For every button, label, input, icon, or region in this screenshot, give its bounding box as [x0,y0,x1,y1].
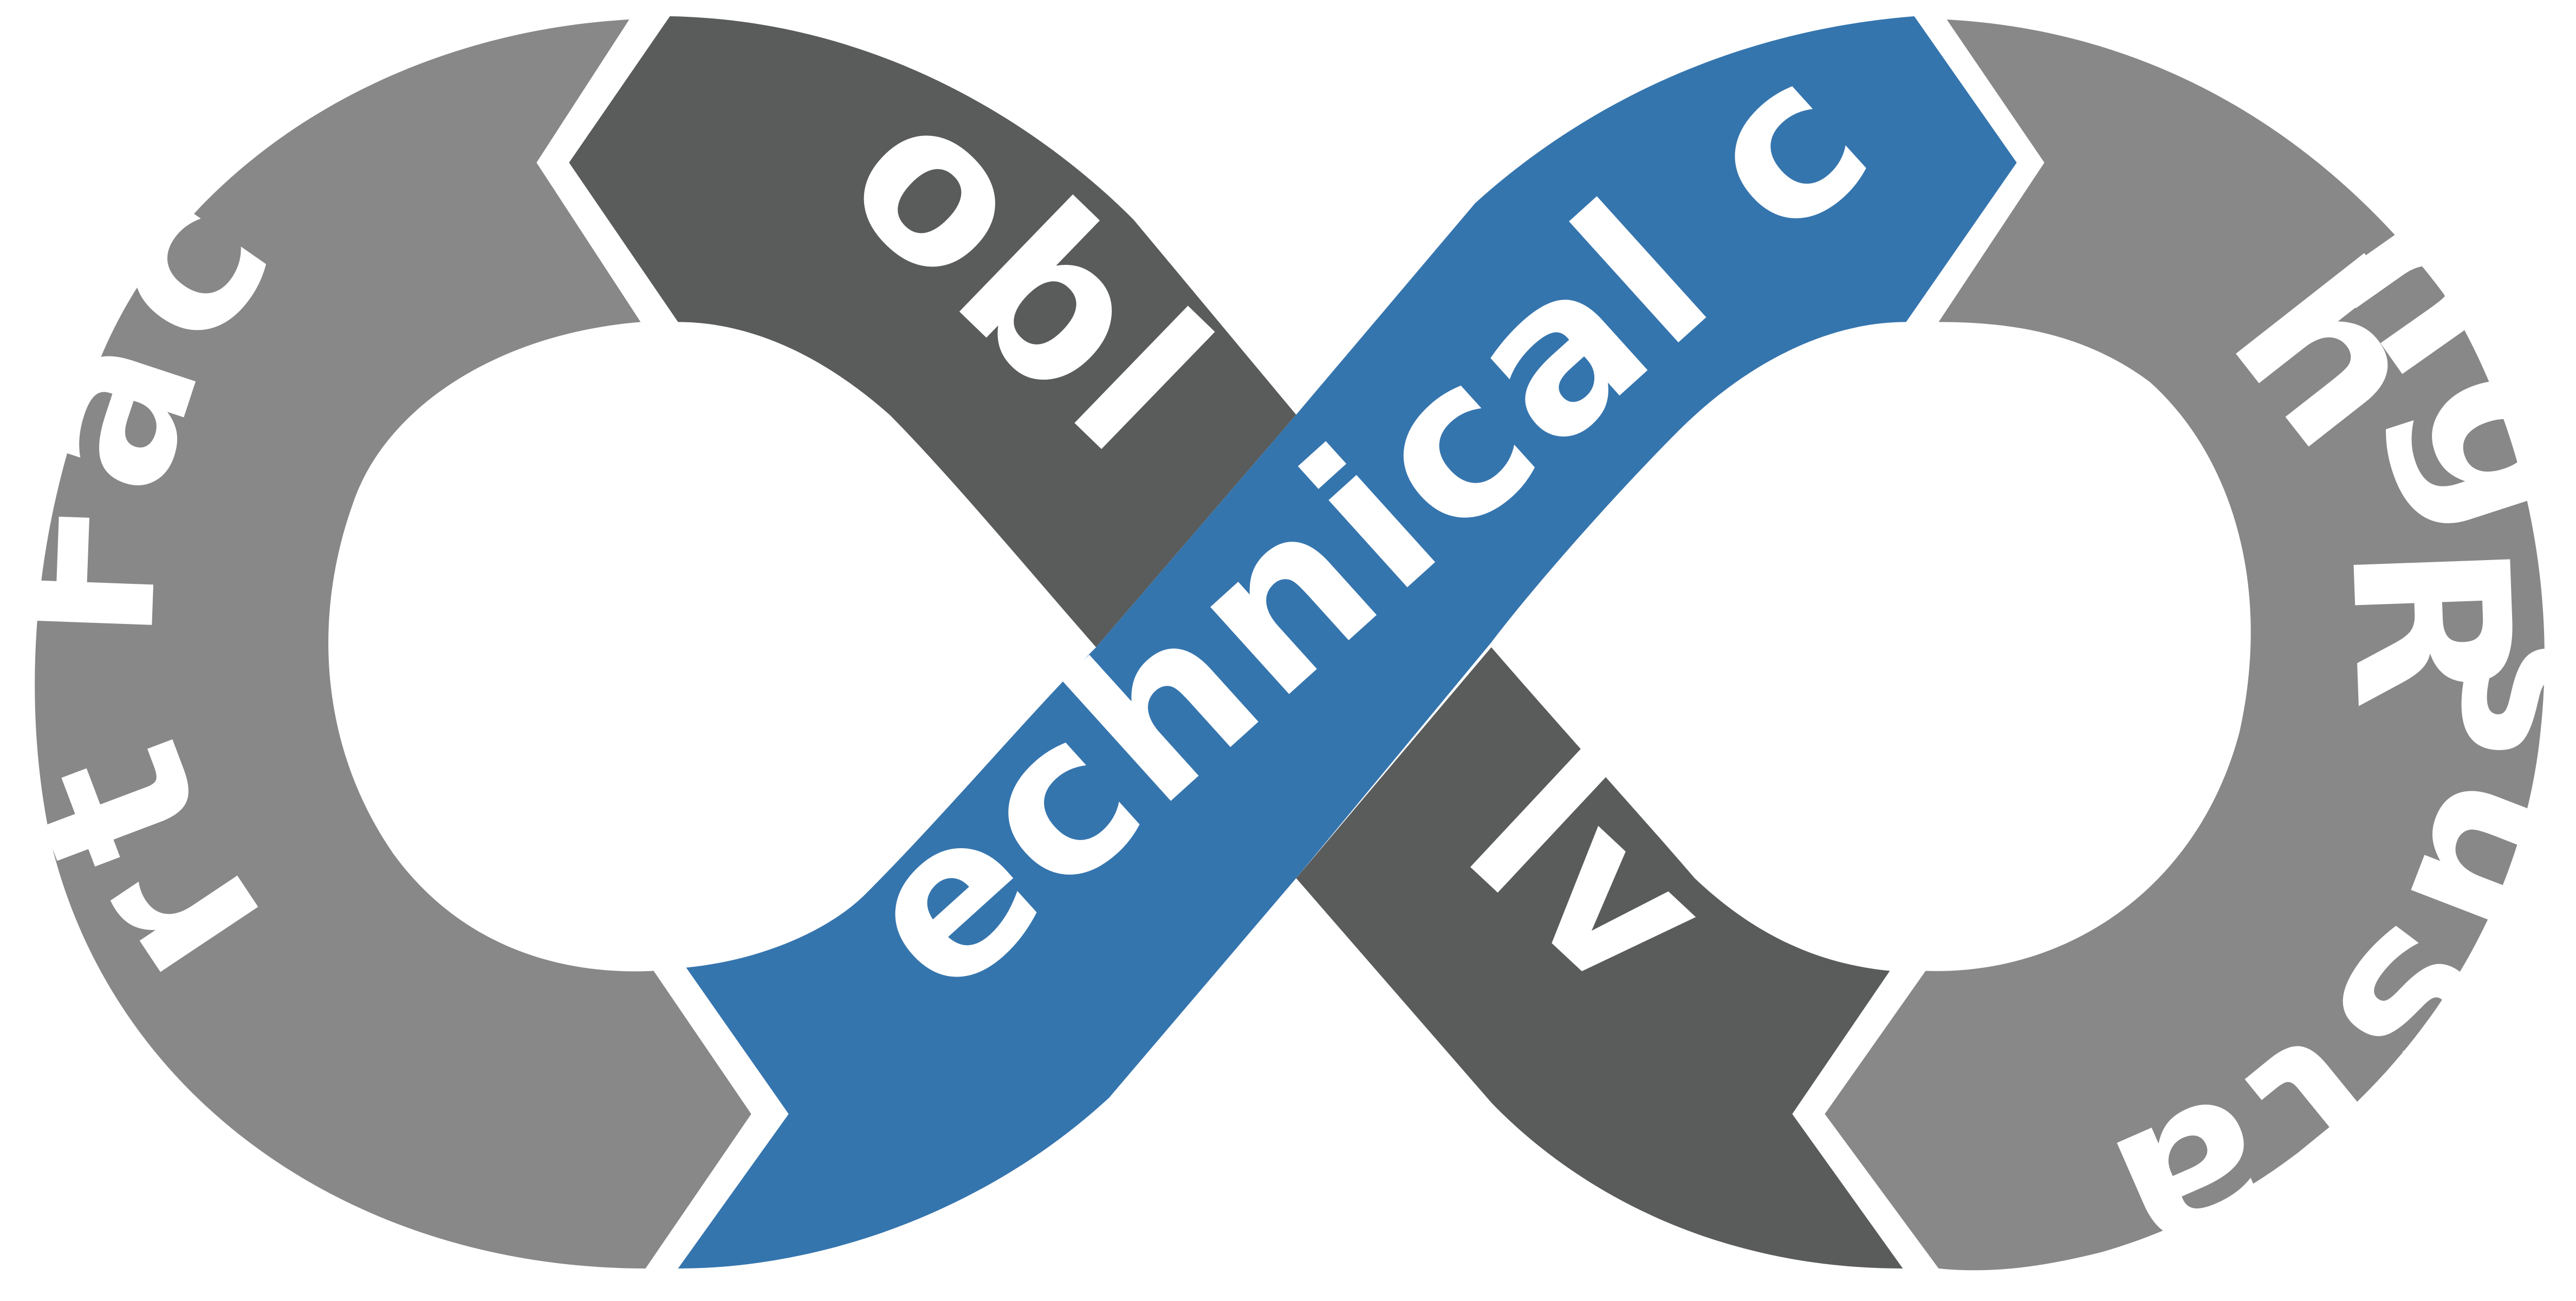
segment-solver [1296,647,1903,1269]
segment-problem [569,16,1296,647]
segment-develop [678,16,2017,1269]
segment-smart-factory [35,19,751,1269]
segment-redefining-sustainability [1825,19,2545,1271]
